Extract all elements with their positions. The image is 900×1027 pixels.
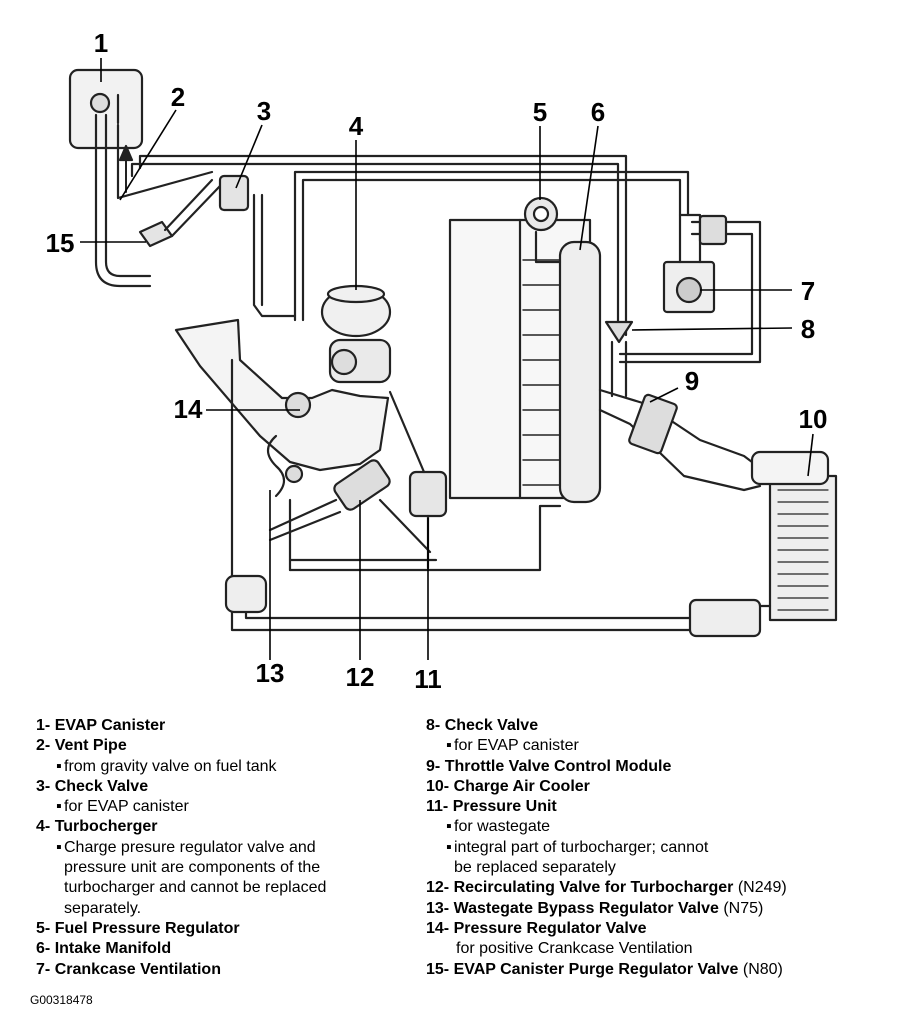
legend-item-11: 11- Pressure Unit [426,798,557,816]
callout-3: 3 [257,96,271,126]
legend-item-3: 3- Check Valve [36,777,149,795]
legend-item-2: 2- Vent Pipe [36,737,127,755]
legend-item-8: 8- Check Valve [426,717,539,734]
callout-7: 7 [801,276,815,306]
legend-item-7: 7- Crankcase Ventilation [36,960,221,978]
legend-note-cont: turbocharger and cannot be replaced [64,879,327,897]
legend-item-13: 13- Wastegate Bypass Regulator Valve (N7… [426,899,764,917]
callout-4: 4 [349,111,364,141]
callout-12: 12 [346,662,375,692]
callout-14: 14 [174,394,203,424]
legend-item-15: 15- EVAP Canister Purge Regulator Valve … [426,960,783,978]
legend-note: ▪Charge presure regulator valve and [56,838,316,856]
callout-15: 15 [46,228,75,258]
legend-note: ▪for wastegate [446,818,551,836]
legend-note: ▪for EVAP canister [56,798,189,816]
legend-item-9: 9- Throttle Valve Control Module [426,757,672,775]
legend-item-10: 10- Charge Air Cooler [426,777,590,795]
legend-item-14: 14- Pressure Regulator Valve [426,919,647,937]
legend-item-12: 12- Recirculating Valve for Turbocharger… [426,879,787,897]
callout-2: 2 [171,82,185,112]
callout-1: 1 [94,28,108,58]
legend-left: 1- EVAP Canister 2- Vent Pipe ▪from grav… [36,716,426,980]
check-valve [218,174,250,212]
callout-11: 11 [414,664,442,694]
callout-9: 9 [685,366,699,396]
legend-note-cont: be replaced separately [454,859,616,877]
callout-10: 10 [799,404,828,434]
legend-note-cont: pressure unit are components of the [64,859,321,877]
engine-vacuum-diagram: 1 2 3 4 5 6 7 8 9 10 11 12 13 14 15 [46,28,838,694]
callout-6: 6 [591,97,605,127]
recirculating-valve [333,459,391,511]
legend-right: 8- Check Valve ▪for EVAP canister 9- Thr… [426,716,896,980]
legend-note: ▪from gravity valve on fuel tank [56,757,277,775]
legend-note: ▪for EVAP canister [446,737,579,755]
intake-manifold [558,240,602,504]
legend-note-cont: for positive Crankcase Ventilation [456,940,693,958]
legend-item-6: 6- Intake Manifold [36,940,172,958]
callout-8: 8 [801,314,815,344]
wastegate-valve [266,434,286,498]
legend-note: ▪integral part of turbocharger; cannot [446,838,709,856]
throttle-valve-module [628,393,678,455]
legend-item-1: 1- EVAP Canister [36,717,166,734]
pressure-unit [408,470,448,518]
callout-5: 5 [533,97,547,127]
callout-13: 13 [256,658,285,688]
charge-air-cooler [768,474,838,622]
legend-item-5: 5- Fuel Pressure Regulator [36,919,240,937]
figure-id: G00318478 [30,993,93,1007]
check-valve-evap [604,320,634,344]
legend-item-4: 4- Turbocherger [36,818,158,836]
legend-note-cont: separately. [64,899,142,917]
